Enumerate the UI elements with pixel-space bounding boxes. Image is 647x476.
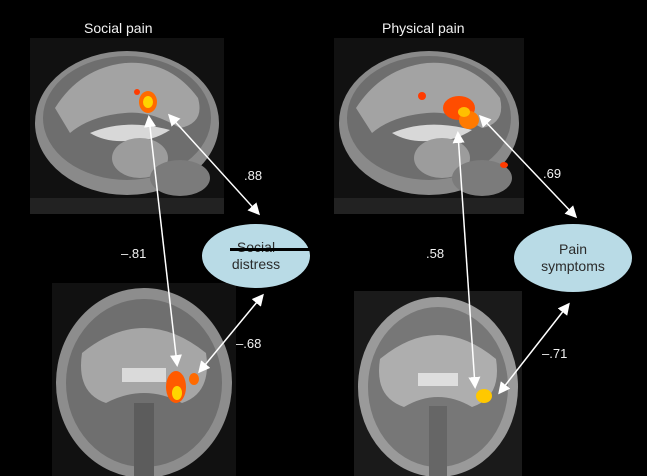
- arrow-physical-acc-to-symptoms: [478, 114, 578, 219]
- coef-physical-bottom: –.71: [542, 346, 568, 361]
- social-pain-heading: Social pain: [84, 20, 153, 36]
- coef-social-vertical: –.81: [121, 246, 147, 261]
- pain-symptoms-line1: Pain: [558, 241, 588, 257]
- pain-symptoms-line2: symptoms: [541, 258, 605, 274]
- social-distress-line2: distress: [231, 256, 281, 272]
- arrow-social-insula-to-distress: [198, 293, 264, 374]
- arrow-social-acc-to-distress: [167, 113, 261, 216]
- coef-social-top: .88: [244, 168, 263, 183]
- social-distress-line1: Social: [236, 239, 276, 255]
- arrow-physical-insula-to-symptoms: [498, 302, 570, 395]
- physical-insula-activation: [476, 389, 492, 403]
- social-distress-node: Social distress: [202, 224, 314, 288]
- physical-pain-heading: Physical pain: [382, 20, 465, 36]
- arrow-social-acc-to-insula: [144, 115, 182, 367]
- social-insula-activation: [166, 371, 199, 403]
- coef-physical-top: .69: [543, 166, 562, 181]
- coef-physical-vertical: .58: [426, 246, 445, 261]
- strike-bar: [230, 248, 314, 251]
- coef-social-bottom: –.68: [236, 336, 262, 351]
- social-acc-activation: [134, 89, 157, 113]
- arrow-physical-acc-to-insula: [452, 131, 481, 389]
- pain-symptoms-node: Pain symptoms: [514, 224, 632, 292]
- physical-sagittal-brain-scan: [334, 38, 524, 214]
